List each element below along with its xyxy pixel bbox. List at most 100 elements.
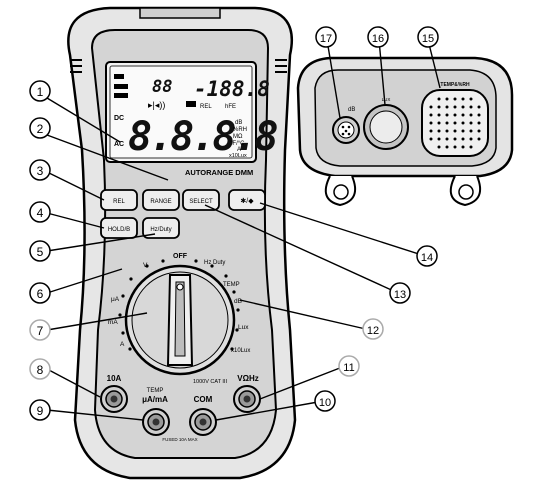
grille-hole: [429, 137, 433, 141]
dial-position-dots: [118, 259, 240, 351]
hold-indicator: [114, 93, 128, 98]
grille-hole: [469, 145, 473, 149]
lcd-unit-db: dB: [235, 120, 242, 126]
callout-17: 17: [315, 26, 337, 48]
jack-10a-label: 10A: [107, 374, 122, 383]
grille-hole: [429, 129, 433, 133]
jack-vohz-label: VΩHz: [237, 374, 259, 383]
grille-hole: [437, 113, 441, 117]
jack-ua-ma[interactable]: [142, 408, 170, 436]
grille-hole: [453, 113, 457, 117]
grille-hole: [469, 113, 473, 117]
lcd-ac-label: AC: [114, 141, 124, 148]
callout-9: 9: [29, 399, 51, 421]
grille-hole: [453, 105, 457, 109]
grille-hole: [477, 137, 481, 141]
lcd-unit-a: A: [237, 147, 241, 153]
grille-hole: [461, 129, 465, 133]
probe-db-label: dB: [348, 107, 355, 113]
callout-2-number: 2: [37, 122, 44, 136]
grille-hole: [437, 129, 441, 133]
callout-4-number: 4: [37, 206, 44, 220]
jack-10a[interactable]: [100, 385, 128, 413]
callout-16: 16: [367, 26, 389, 48]
grille-hole: [469, 129, 473, 133]
grille-hole: [461, 145, 465, 149]
select-button[interactable]: SELECT: [182, 189, 220, 211]
callout-4: 4: [29, 201, 51, 223]
dial-db-label: dB: [234, 298, 242, 305]
dial-v-label: V: [143, 262, 148, 269]
grille-hole: [461, 105, 465, 109]
callout-1: 1: [29, 80, 51, 102]
rotary-dial[interactable]: [124, 264, 236, 376]
backlight-button[interactable]: ✱/◆: [228, 189, 266, 211]
jack-v-ohm-hz[interactable]: [233, 385, 261, 413]
callout-5: 5: [29, 240, 51, 262]
callout-8-number: 8: [37, 363, 44, 377]
dial-x10lux-label: x10Lux: [231, 348, 250, 354]
callout-2: 2: [29, 117, 51, 139]
callout-3-number: 3: [37, 164, 44, 178]
jack-fuse-label: FUSED 10A MAX: [162, 437, 197, 442]
rel-button[interactable]: REL: [100, 189, 138, 211]
grille-hole: [453, 137, 457, 141]
grille-hole: [469, 105, 473, 109]
grille-hole: [461, 137, 465, 141]
hold-button-label: HOLD/B: [108, 227, 130, 233]
lcd-rel-label: REL: [200, 104, 212, 110]
hold-button[interactable]: HOLD/B: [100, 217, 138, 239]
backlight-button-label: ✱/◆: [240, 197, 254, 205]
lcd-dc-label: DC: [114, 115, 124, 122]
grille-hole: [437, 121, 441, 125]
callout-7: 7: [29, 319, 51, 341]
grille-hole: [453, 145, 457, 149]
dial-ma-label: mA: [108, 319, 118, 326]
grille-hole: [445, 121, 449, 125]
grille-hole: [461, 113, 465, 117]
dial-off-label: OFF: [173, 253, 188, 260]
hz-duty-button[interactable]: Hz/Duty: [142, 217, 180, 239]
probe-temp-rh-label: TEMP&%RH: [440, 82, 470, 88]
grille-hole: [469, 137, 473, 141]
lcd-top-main: -188.8: [194, 77, 270, 101]
callout-11-number: 11: [343, 362, 354, 374]
dial-lux-label: Lux: [238, 324, 249, 331]
leader-lines: [46, 39, 441, 421]
temp-rh-sensor-grille: [421, 89, 489, 157]
jack-uama-label: μA/mA: [142, 395, 168, 404]
callout-6-number: 6: [37, 287, 44, 301]
grille-hole: [453, 129, 457, 133]
diode-icon: ▸|◂)): [148, 100, 165, 110]
callout-5-number: 5: [37, 245, 44, 259]
callout-10: 10: [314, 390, 336, 412]
grille-hole: [429, 105, 433, 109]
callout-17-number: 17: [320, 33, 332, 45]
range-button[interactable]: RANGE: [142, 189, 180, 211]
callout-6: 6: [29, 282, 51, 304]
grille-hole: [477, 113, 481, 117]
callout-16-number: 16: [372, 33, 384, 45]
jack-temp-label: TEMP: [147, 388, 164, 394]
lcd-unit-x10lux: x10Lux: [229, 153, 247, 159]
callout-7-number: 7: [37, 324, 44, 338]
callout-12-number: 12: [367, 325, 379, 337]
lcd-unit-temp: °F/°C: [230, 141, 245, 147]
callout-14: 14: [416, 245, 438, 267]
callout-11: 11: [338, 355, 360, 377]
grille-hole: [477, 105, 481, 109]
callout-1-number: 1: [37, 85, 44, 99]
callout-10-number: 10: [319, 397, 331, 409]
lcd-main-digits: 8.8.8.8: [128, 114, 277, 160]
grille-hole: [445, 97, 449, 101]
jack-com[interactable]: [189, 408, 217, 436]
callout-3: 3: [29, 159, 51, 181]
side-grip-right: [275, 59, 287, 73]
grille-hole: [437, 137, 441, 141]
callout-14-number: 14: [421, 252, 433, 264]
range-button-label: RANGE: [150, 199, 171, 205]
grille-hole: [437, 105, 441, 109]
grille-hole: [445, 129, 449, 133]
lcd-display: DC AC 88 -188.8 ▸|◂)) REL hFE 8.8.8.8 dB…: [105, 61, 280, 163]
dial-ua-label: μA: [111, 296, 120, 303]
